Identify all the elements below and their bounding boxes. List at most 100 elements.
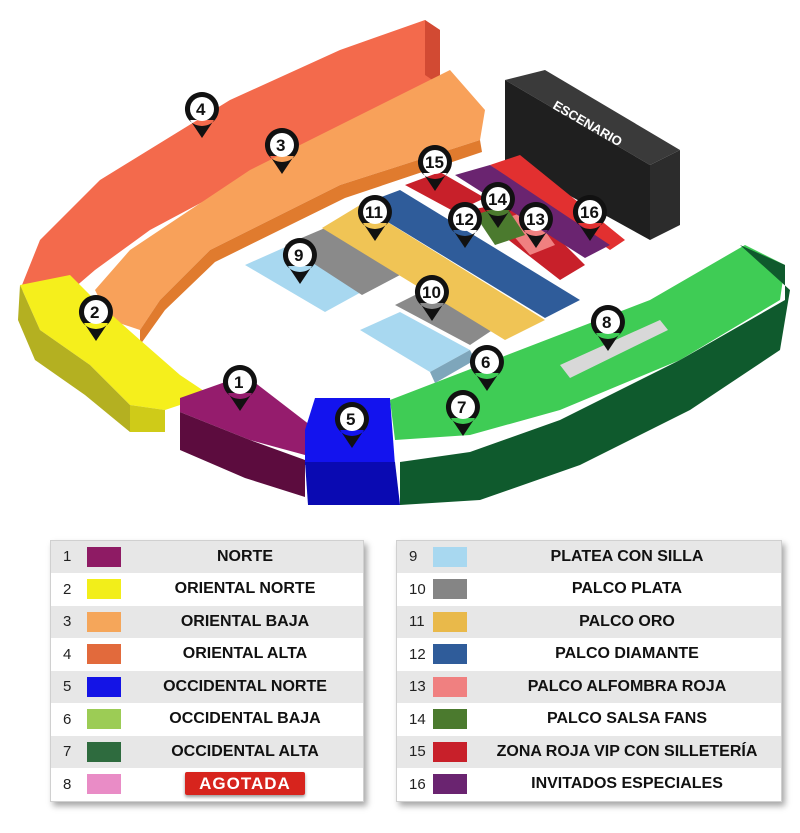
sold-out-badge: AGOTADA <box>185 772 305 796</box>
legend-name: ORIENTAL ALTA <box>182 645 308 663</box>
svg-text:11: 11 <box>365 203 383 222</box>
legend-swatch <box>433 579 467 600</box>
legend-name: OCCIDENTAL NORTE <box>163 677 327 695</box>
svg-text:9: 9 <box>294 246 303 265</box>
legend-swatch <box>433 741 467 762</box>
zone-7-occidental-alta[interactable] <box>390 245 790 505</box>
legend-swatch <box>87 774 121 795</box>
legend-name: OCCIDENTAL ALTA <box>171 742 319 760</box>
legend-row-3[interactable]: 3 ORIENTAL BAJA <box>51 606 363 639</box>
pin-12: 12 <box>447 202 482 248</box>
legend-number: 15 <box>409 743 426 761</box>
pin-9: 9 <box>282 238 317 284</box>
legend-row-9[interactable]: 9 PLATEA CON SILLA <box>397 541 781 574</box>
legend-row-15[interactable]: 15 ZONA ROJA VIP CON SILLETERÍA <box>397 736 781 769</box>
pin-1: 1 <box>222 365 257 411</box>
legend-name: INVITADOS ESPECIALES <box>531 775 723 793</box>
svg-text:13: 13 <box>526 210 545 229</box>
pin-14: 14 <box>480 182 515 228</box>
legend-name: NORTE <box>217 547 273 565</box>
legend-number: 3 <box>63 613 72 631</box>
pin-7: 7 <box>445 390 480 436</box>
svg-text:2: 2 <box>90 303 99 322</box>
pin-13: 13 <box>518 202 553 248</box>
legend-row-5[interactable]: 5 OCCIDENTAL NORTE <box>51 671 363 704</box>
svg-text:14: 14 <box>488 190 507 209</box>
legend-name: OCCIDENTAL BAJA <box>169 710 321 728</box>
venue-map: ESCENARIO 4 3 2 1 5 7 6 8 9 10 <box>18 20 790 505</box>
zone-4-oriental-alta[interactable] <box>20 20 440 300</box>
pin-6: 6 <box>469 345 504 391</box>
legend-swatch <box>87 676 121 697</box>
legend-number: 1 <box>63 548 72 566</box>
legend-number: 6 <box>63 710 72 728</box>
legend-swatch <box>87 644 121 665</box>
legend-row-10[interactable]: 10 PALCO PLATA <box>397 573 781 606</box>
legend-number: 8 <box>63 775 72 793</box>
legend-swatch <box>433 611 467 632</box>
pin-15: 15 <box>417 145 452 191</box>
legend-name: ORIENTAL BAJA <box>180 612 310 630</box>
zone-11-palco-oro[interactable] <box>322 205 545 340</box>
legend-swatch <box>433 709 467 730</box>
legend-number: 13 <box>409 678 426 696</box>
svg-text:4: 4 <box>196 100 206 119</box>
pin-2: 2 <box>78 295 113 341</box>
legend-swatch <box>87 546 121 567</box>
legend-swatch <box>433 676 467 697</box>
legend-row-8[interactable]: 8 AGOTADA <box>51 768 363 801</box>
legend-name: ZONA ROJA VIP CON SILLETERÍA <box>496 742 758 760</box>
legend-name: PLATEA CON SILLA <box>550 547 704 565</box>
legend-swatch <box>433 774 467 795</box>
pin-5: 5 <box>334 402 369 448</box>
pins: 4 3 2 1 5 7 6 8 9 10 11 12 14 13 15 16 <box>78 92 625 448</box>
legend-row-1[interactable]: 1 NORTE <box>51 541 363 574</box>
zone-1-norte[interactable] <box>180 375 310 497</box>
pin-10: 10 <box>414 275 449 321</box>
svg-text:7: 7 <box>457 398 466 417</box>
legend-row-16[interactable]: 16 INVITADOS ESPECIALES <box>397 768 781 801</box>
legend-swatch <box>87 709 121 730</box>
zone-2-oriental-norte[interactable] <box>18 275 210 432</box>
legend-row-14[interactable]: 14 PALCO SALSA FANS <box>397 703 781 736</box>
legend-swatch <box>87 741 121 762</box>
stage: ESCENARIO <box>505 70 680 240</box>
legend-swatch <box>87 579 121 600</box>
pin-8: 8 <box>590 305 625 351</box>
zone-8[interactable] <box>560 320 668 378</box>
legend-name: PALCO DIAMANTE <box>555 645 699 663</box>
legend-number: 10 <box>409 580 426 598</box>
svg-text:1: 1 <box>234 373 243 392</box>
legend-number: 16 <box>409 775 426 793</box>
legend-name: PALCO SALSA FANS <box>546 710 707 728</box>
zone-9-platea-con-silla[interactable] <box>245 245 475 383</box>
legend-right: 9 PLATEA CON SILLA 10 PALCO PLATA 11 PALCO OR… <box>396 540 782 802</box>
svg-text:5: 5 <box>346 410 355 429</box>
legend-number: 5 <box>63 678 72 696</box>
svg-text:3: 3 <box>276 136 285 155</box>
legend-number: 9 <box>409 548 418 566</box>
legend-name: PALCO PLATA <box>571 580 683 598</box>
legend-row-11[interactable]: 11 PALCO ORO <box>397 606 781 639</box>
pin-16: 16 <box>572 195 607 241</box>
legend-number: 14 <box>409 710 426 728</box>
zone-12-palco-diamante[interactable] <box>360 190 580 318</box>
legend-row-6[interactable]: 6 OCCIDENTAL BAJA <box>51 703 363 736</box>
svg-text:12: 12 <box>455 210 474 229</box>
svg-text:6: 6 <box>481 353 490 372</box>
legend-name: AGOTADA <box>127 772 363 796</box>
legend-row-7[interactable]: 7 OCCIDENTAL ALTA <box>51 736 363 769</box>
zone-5-occidental-norte[interactable] <box>305 398 400 505</box>
legend-name: ORIENTAL NORTE <box>174 580 316 598</box>
legend-number: 11 <box>409 613 425 631</box>
legend-number: 7 <box>63 743 72 761</box>
svg-text:16: 16 <box>580 203 599 222</box>
legend-name: PALCO ORO <box>579 612 675 630</box>
pin-4: 4 <box>184 92 219 138</box>
legend-swatch <box>433 644 467 665</box>
